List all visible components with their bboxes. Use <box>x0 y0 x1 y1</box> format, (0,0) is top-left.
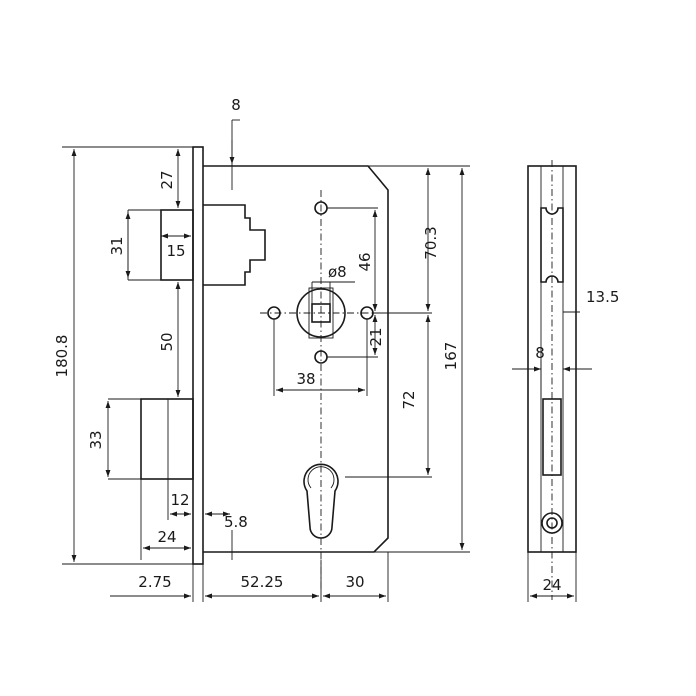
cylinder-inner <box>307 466 335 489</box>
dim-12: 12 <box>170 491 189 509</box>
dim-50: 50 <box>158 332 176 351</box>
front-dimensions <box>62 119 470 602</box>
side-dimensions <box>512 360 592 602</box>
dim-30: 30 <box>345 573 364 591</box>
dim-13-5: 13.5 <box>586 288 619 306</box>
dim-180-8: 180.8 <box>53 335 71 378</box>
dim-72: 72 <box>400 390 418 409</box>
dim-8-side: 8 <box>535 344 545 362</box>
dim-24-side: 24 <box>542 576 561 594</box>
dim-21: 21 <box>367 327 385 346</box>
dim-8-top: 8 <box>231 96 241 114</box>
dim-27: 27 <box>158 170 176 189</box>
latch-mechanism <box>203 204 266 286</box>
dim-33: 33 <box>87 430 105 449</box>
side-latch-slot <box>540 207 564 283</box>
dim-31: 31 <box>108 236 126 255</box>
dim-2-75: 2.75 <box>138 573 171 591</box>
dim-52-25: 52.25 <box>241 573 284 591</box>
cylinder-cutout <box>303 463 339 539</box>
dimension-labels: 8 27 31 15 50 33 12 24 5.8 180.8 2.75 52… <box>53 96 619 594</box>
dim-24-left: 24 <box>157 528 176 546</box>
side-view <box>527 160 580 600</box>
dead-bolt <box>108 398 194 480</box>
dim-46: 46 <box>356 252 374 271</box>
dim-70-3: 70.3 <box>422 226 440 259</box>
side-cylinder-hole <box>541 512 563 534</box>
dim-5-8: 5.8 <box>224 513 248 531</box>
faceplate <box>192 146 204 565</box>
side-deadbolt-slot <box>542 398 562 476</box>
spindle-follower <box>296 287 346 339</box>
front-view <box>108 146 395 590</box>
lock-case <box>203 165 389 553</box>
dim-167: 167 <box>442 342 460 371</box>
dim-15: 15 <box>166 242 185 260</box>
dim-38: 38 <box>296 370 315 388</box>
dim-phi-8: ø8 <box>328 263 347 281</box>
